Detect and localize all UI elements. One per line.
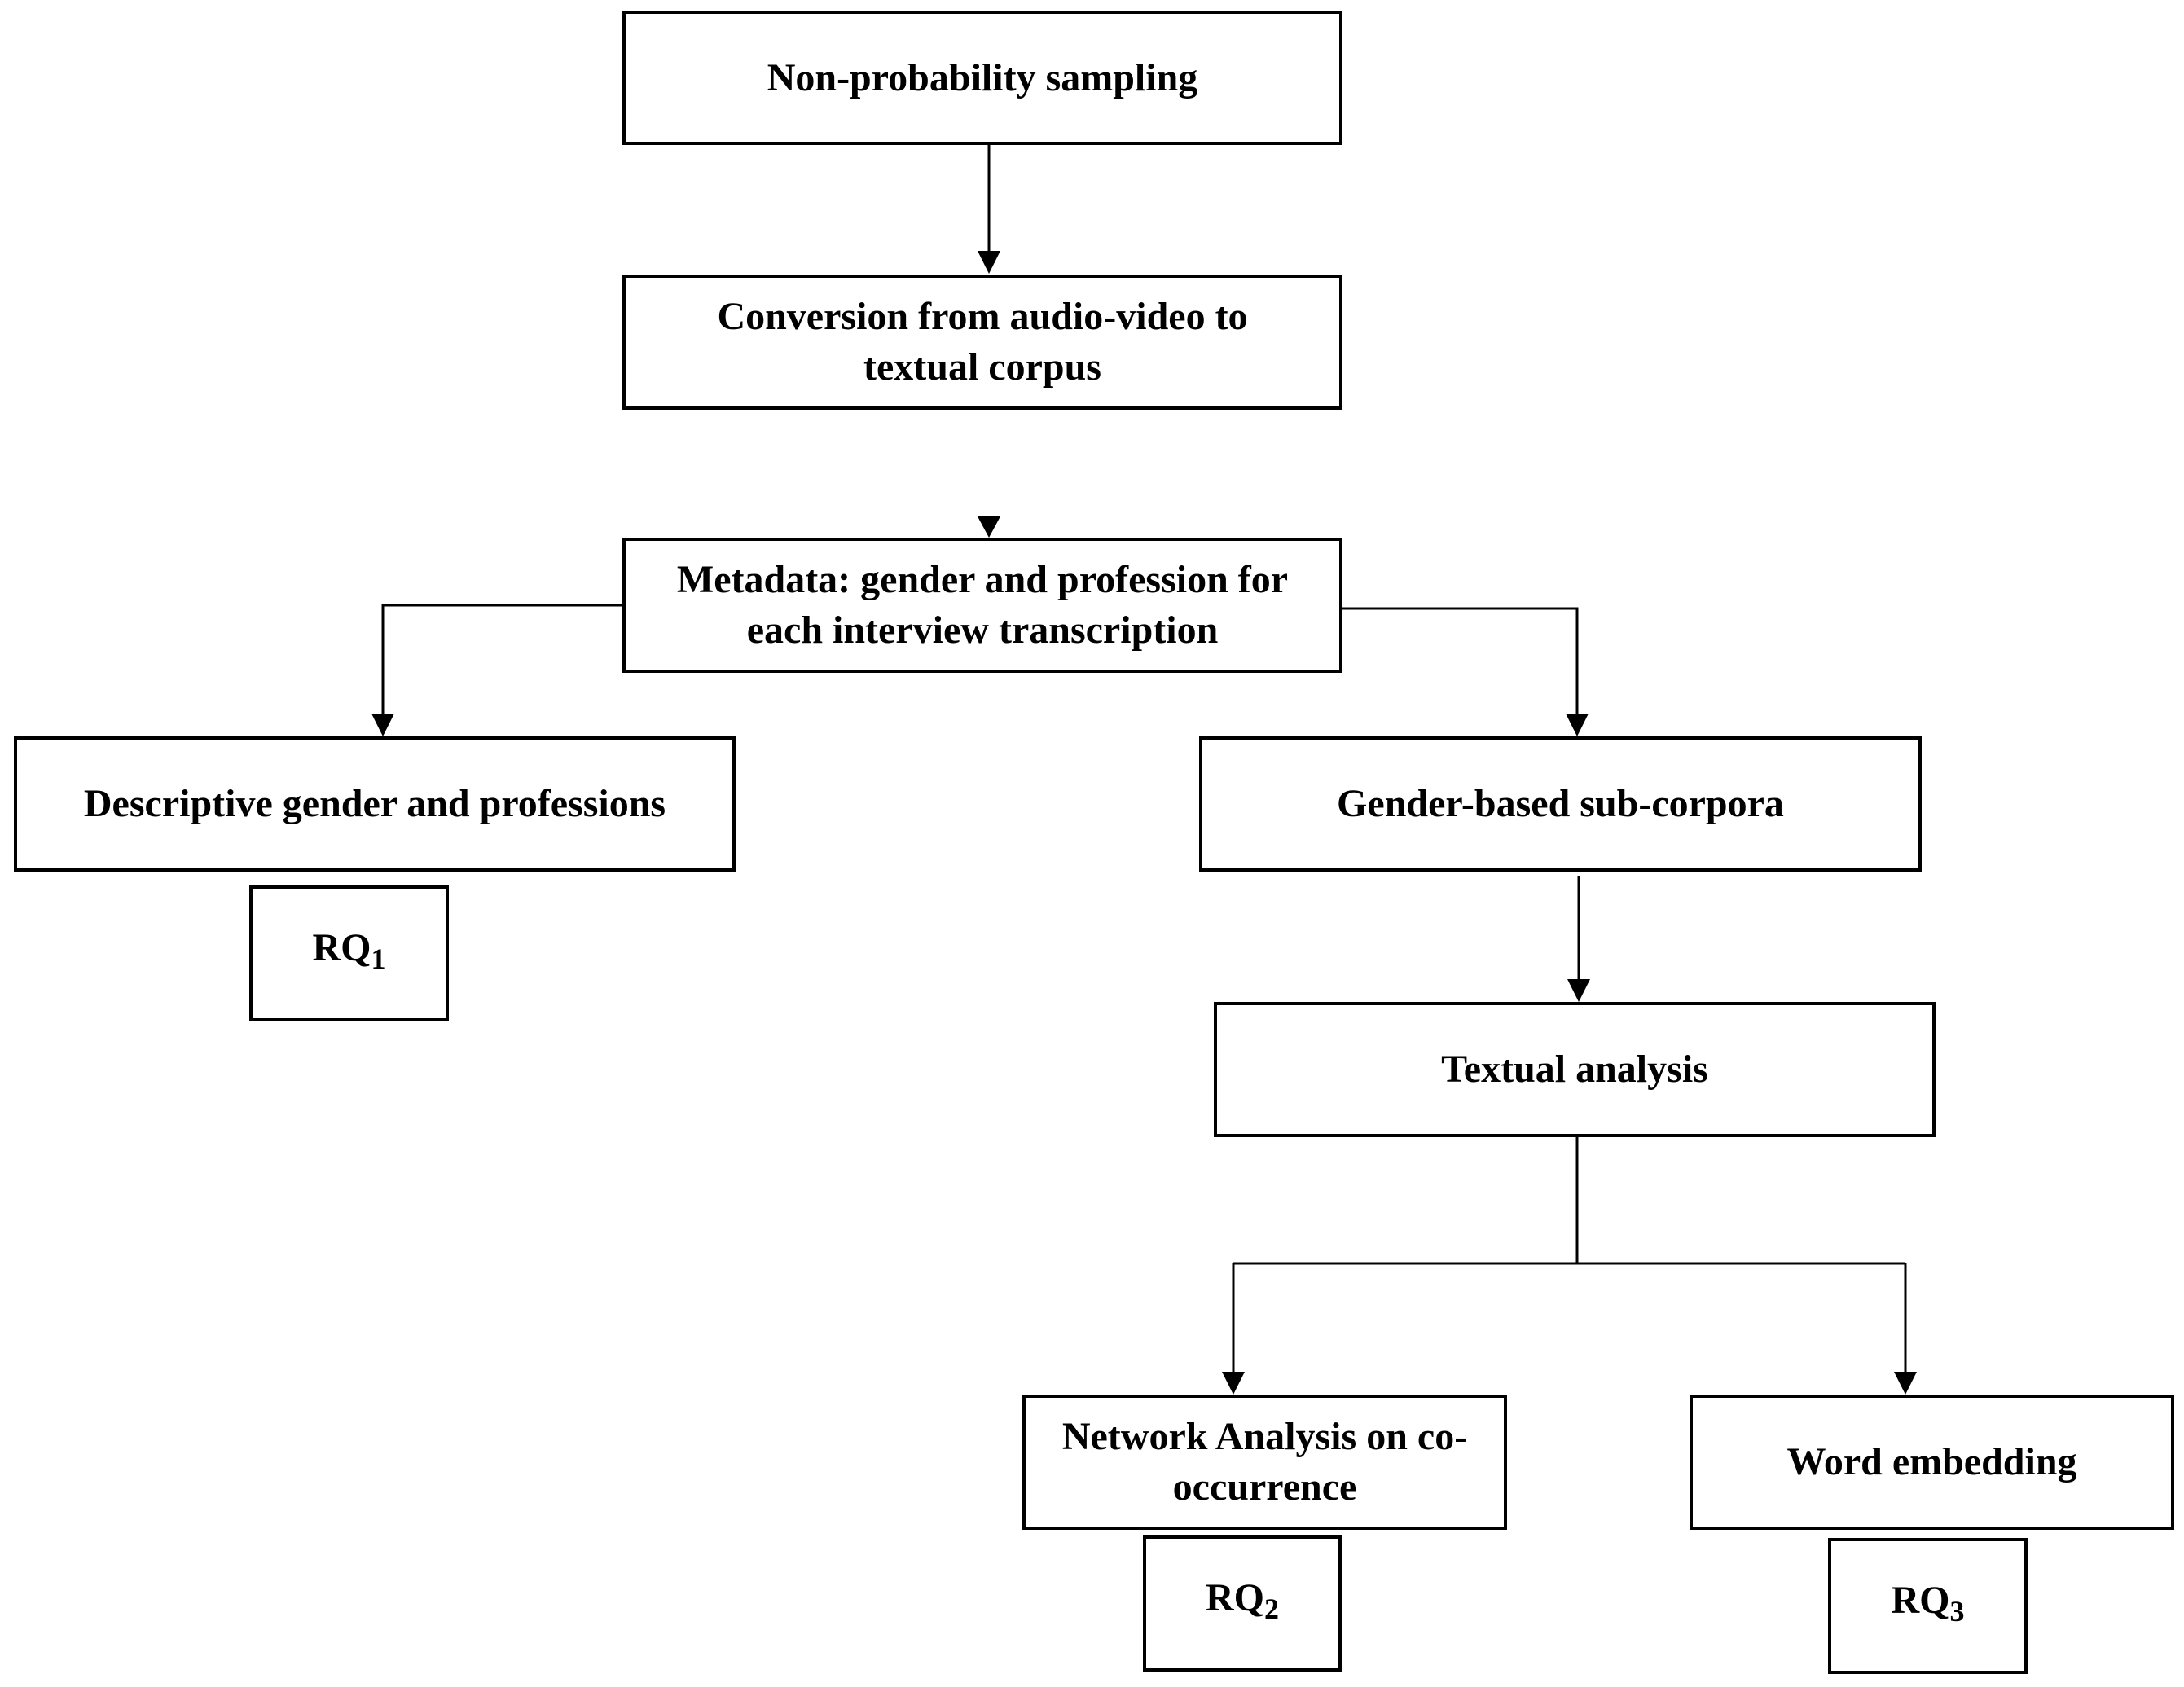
node-label: Gender-based sub-corpora [1337,782,1784,825]
node-label: Non-probability sampling [767,55,1198,99]
rq3-label: RQ3 [1891,1579,1965,1628]
rq1-label: RQ1 [312,926,386,975]
arrowhead-textual-analysis [1567,979,1590,1002]
node-network-analysis: Network Analysis on co-occurrence [1022,1395,1507,1530]
node-label: Word embedding [1786,1440,2077,1483]
node-textual-analysis: Textual analysis [1214,1002,1936,1137]
arrowhead-word-embedding [1894,1372,1917,1395]
arrowhead-conversion [978,251,1000,274]
node-rq2: RQ2 [1143,1535,1342,1672]
node-non-probability-sampling: Non-probability sampling [622,11,1342,145]
arrowhead-network-analysis [1222,1372,1245,1395]
node-descriptive-gender-professions: Descriptive gender and professions [14,736,736,872]
arrow-metadata-to-descriptive [381,604,622,729]
node-rq3: RQ3 [1828,1538,2028,1674]
arrow-textual-split [1233,1137,1905,1265]
node-rq1: RQ1 [249,885,449,1021]
node-metadata: Metadata: gender and profession for each… [622,538,1342,673]
arrowhead-metadata [978,516,1000,538]
arrowhead-gender-subcorpora [1566,714,1589,736]
node-label: Textual analysis [1441,1048,1708,1091]
node-label: Network Analysis on co-occurrence [1061,1415,1468,1509]
rq2-label: RQ2 [1206,1576,1279,1625]
arrow-metadata-to-gender-subcorpora [1341,607,1579,729]
arrowhead-descriptive [371,714,394,736]
node-label: Descriptive gender and professions [83,782,666,825]
node-label: Conversion from audio-video to textual c… [717,295,1248,389]
node-conversion: Conversion from audio-video to textual c… [622,275,1342,410]
node-label: Metadata: gender and profession for each… [676,558,1289,652]
node-word-embedding: Word embedding [1690,1395,2174,1530]
node-gender-based-sub-corpora: Gender-based sub-corpora [1199,736,1922,872]
